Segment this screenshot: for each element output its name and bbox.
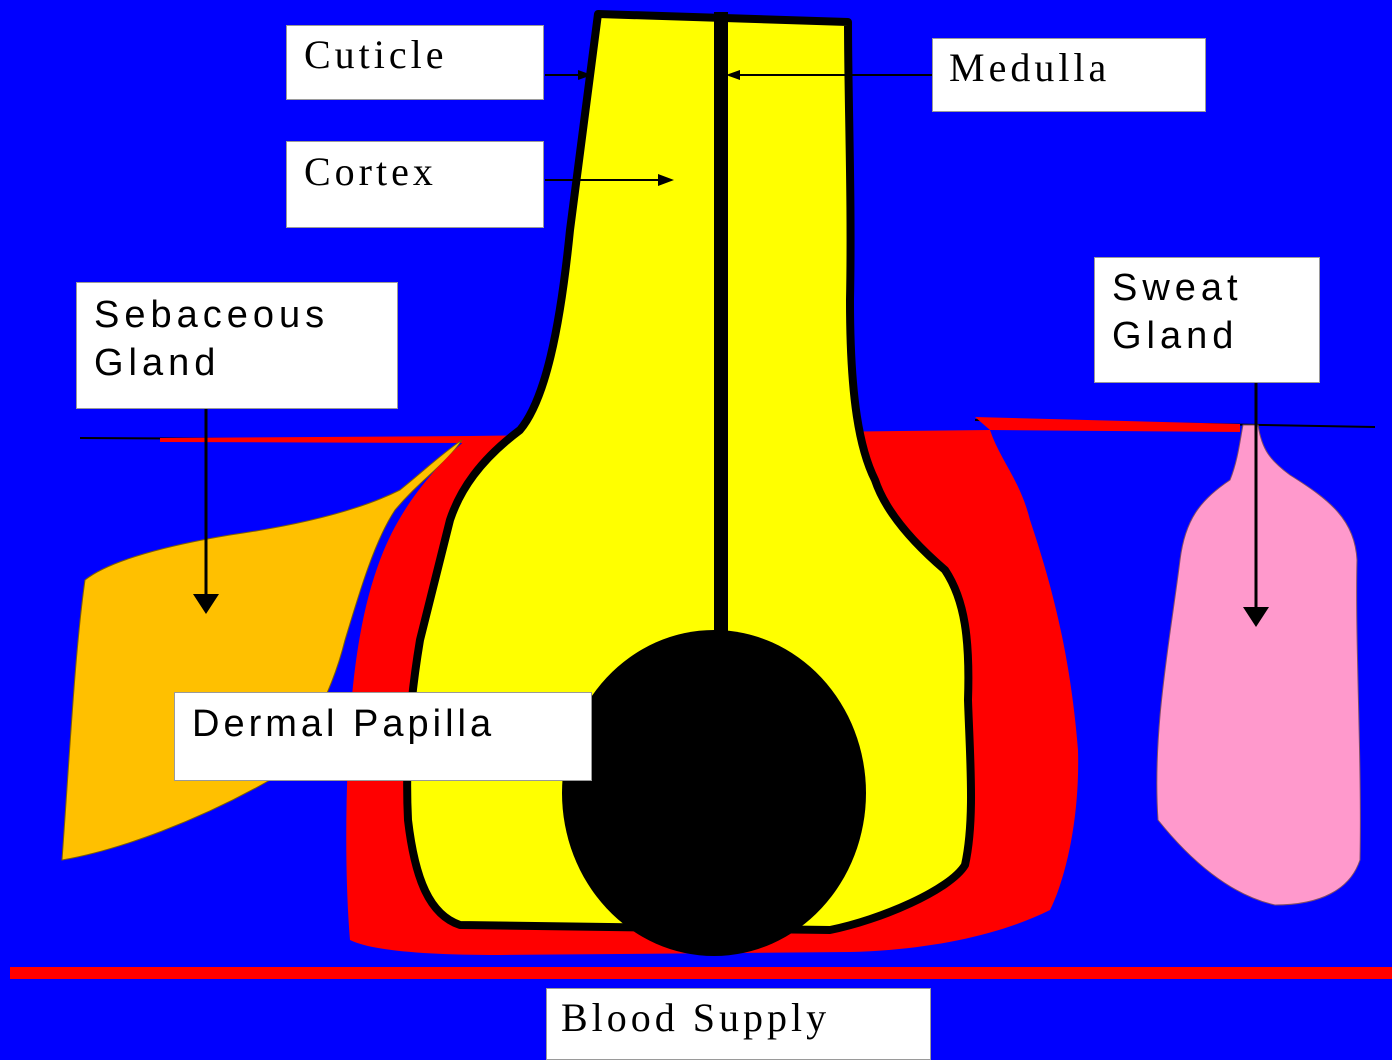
skin-surface-red-right [975,417,1240,432]
cortex-label: Cortex [286,141,544,228]
blood-supply-line [10,967,1392,979]
blood-supply-label: Blood Supply [546,988,931,1060]
dermal-papilla-shape [562,630,866,956]
sebaceous-gland-label: Sebaceous Gland [76,282,398,409]
dermal-papilla-label: Dermal Papilla [174,692,592,781]
sweat-gland-shape [1157,425,1361,905]
cuticle-label: Cuticle [286,25,544,100]
sweat-gland-label: Sweat Gland [1094,257,1320,383]
medulla-label: Medulla [932,38,1206,112]
